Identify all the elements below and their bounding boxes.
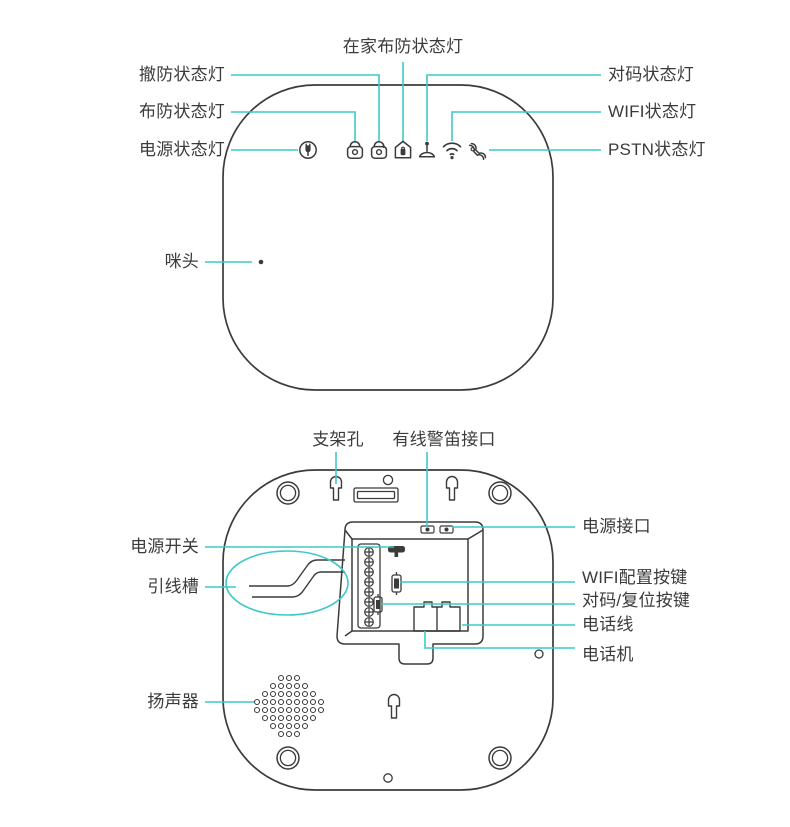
wire-groove-highlight [225, 550, 349, 616]
bottom-small-hole [383, 773, 393, 783]
label-home-arm-indicator: 在家布防状态灯 [342, 37, 464, 56]
power-plug-icon [299, 141, 317, 159]
label-arm-indicator: 布防状态灯 [139, 102, 225, 121]
wifi-icon [442, 142, 462, 160]
label-bracket-hole: 支架孔 [312, 430, 364, 449]
label-phone-line: 电话线 [582, 615, 634, 634]
side-small-hole [534, 649, 544, 659]
rubber-feet [276, 481, 512, 770]
wired-siren-port-contacts [420, 525, 454, 534]
label-speaker: 扬声器 [147, 692, 199, 711]
speaker-grille [253, 674, 325, 738]
label-pair-reset-button: 对码/复位按键 [582, 591, 691, 610]
wire-groove-shape [249, 559, 345, 598]
label-wifi-indicator: WIFI状态灯 [608, 102, 697, 121]
label-wired-siren-port: 有线警笛接口 [392, 430, 496, 449]
label-wire-groove: 引线槽 [147, 577, 199, 596]
label-wifi-config-button: WIFI配置按键 [582, 568, 688, 587]
lock-open-icon [370, 141, 388, 159]
dome-antenna-icon [418, 141, 436, 158]
screw-terminal-block [357, 543, 381, 629]
lock-closed-icon [346, 141, 364, 159]
label-pstn-indicator: PSTN状态灯 [608, 140, 706, 159]
label-power-indicator: 电源状态灯 [139, 140, 225, 159]
terminal-compartment-housing [336, 521, 484, 665]
label-microphone: 咪头 [164, 252, 199, 271]
wifi-config-button-shape [391, 572, 402, 595]
label-telephone: 电话机 [582, 645, 634, 664]
label-power-switch: 电源开关 [130, 537, 199, 556]
label-disarm-indicator: 撤防状态灯 [139, 65, 225, 84]
label-power-port: 电源接口 [582, 517, 651, 536]
bracket-mount-holes [329, 475, 459, 719]
rj11-jacks [413, 601, 461, 632]
top-leader-lines [205, 62, 601, 263]
top-small-hole [382, 474, 394, 486]
house-lock-icon [394, 140, 412, 159]
telephone-handset-icon [468, 142, 487, 161]
microphone-pinhole [258, 259, 264, 265]
bottom-device-body [222, 469, 554, 791]
label-slot [353, 487, 399, 503]
label-pairing-indicator: 对码状态灯 [608, 65, 694, 84]
bottom-leader-lines [205, 452, 575, 703]
top-device-body [222, 84, 554, 391]
